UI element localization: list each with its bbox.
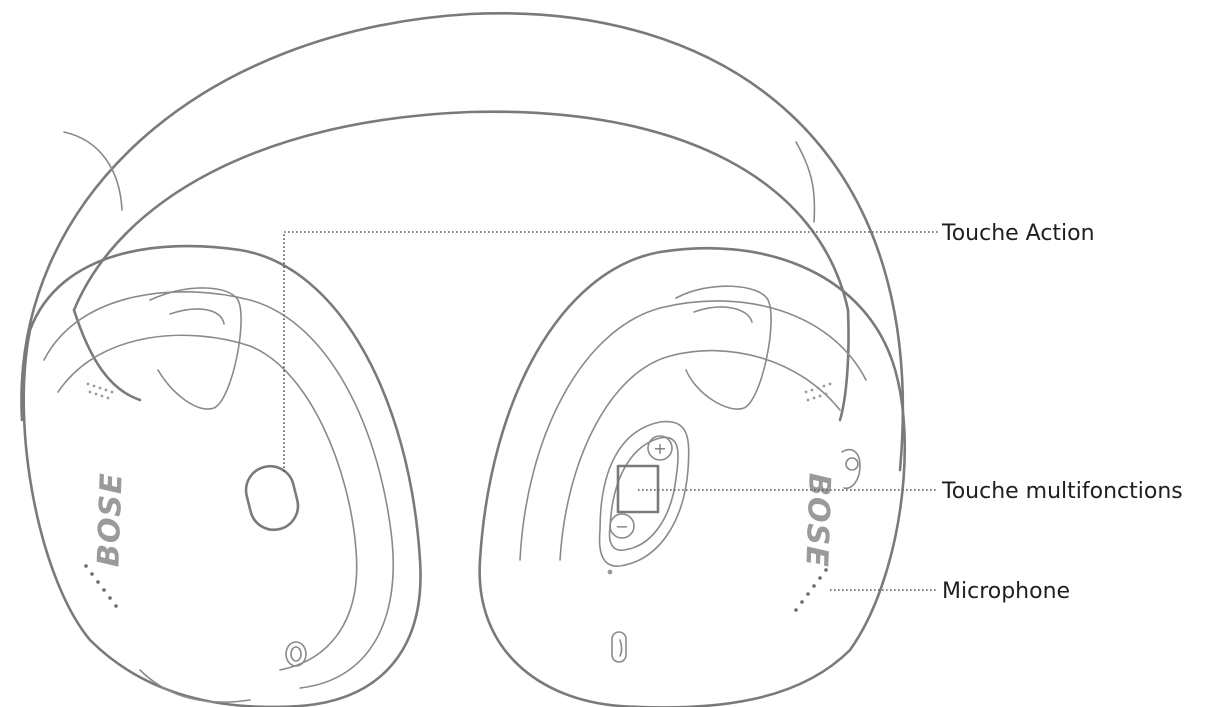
left-port	[285, 641, 307, 667]
callout-multifunction-label: Touche multifonctions	[941, 479, 1183, 504]
multifunction-button[interactable]	[616, 464, 660, 514]
right-bose-logo: BOSE	[798, 473, 836, 569]
right-vent-dots	[804, 382, 832, 402]
left-earcup: BOSE	[22, 244, 422, 707]
status-led	[607, 569, 613, 575]
right-mic-dots	[794, 568, 828, 612]
left-mic-dots	[84, 564, 118, 608]
volume-down-button[interactable]	[609, 513, 635, 539]
left-bose-logo: BOSE	[91, 472, 129, 568]
right-earcup: BOSE + −	[478, 246, 906, 707]
volume-up-glyph: +	[653, 439, 666, 458]
volume-down-glyph: −	[615, 517, 628, 536]
callout-microphone-label: Microphone	[942, 579, 1070, 604]
headband	[20, 11, 905, 472]
leader-lines	[283, 231, 938, 591]
side-switch[interactable]	[845, 457, 859, 471]
volume-up-button[interactable]	[647, 435, 673, 461]
leader-action	[283, 231, 938, 472]
left-vent-dots	[86, 382, 114, 400]
callout-action-label: Touche Action	[941, 221, 1095, 246]
right-port	[611, 631, 627, 663]
action-button[interactable]	[241, 461, 303, 535]
